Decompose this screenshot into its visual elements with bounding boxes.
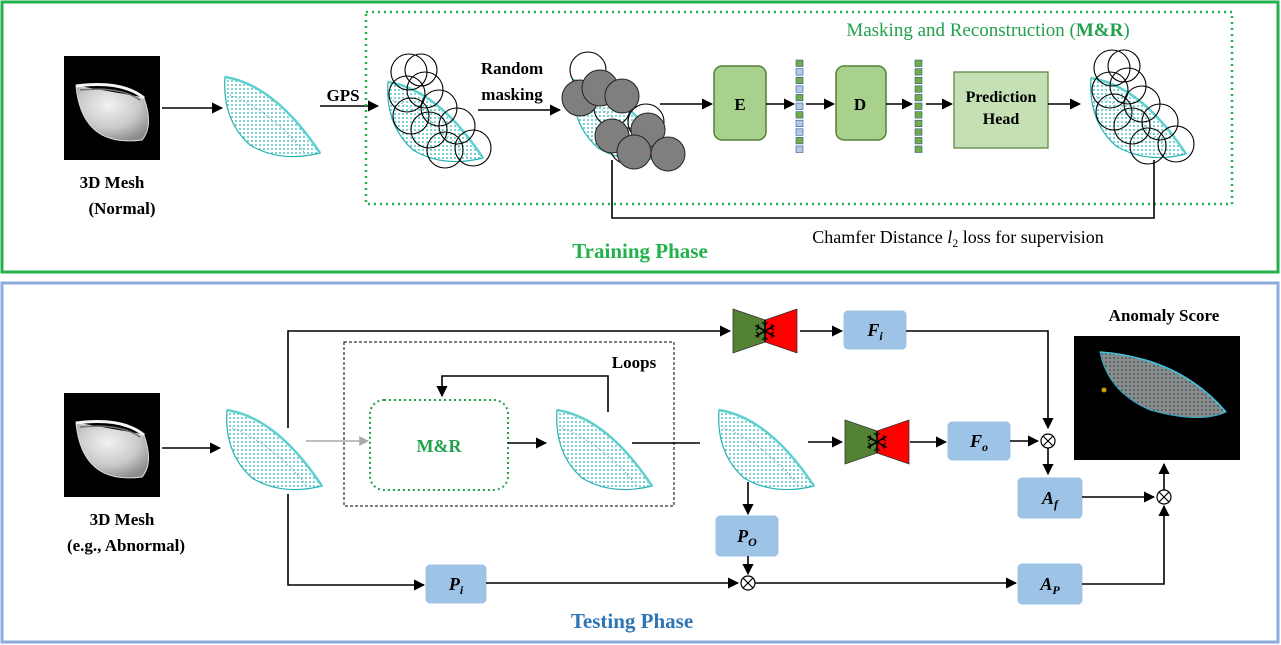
po-label: PO: [736, 526, 757, 549]
position-fusion-icon: [740, 575, 756, 591]
reconstructed-point-cloud: [1089, 49, 1195, 165]
gps-label: GPS: [326, 86, 359, 105]
fi-label: Fi: [866, 320, 883, 343]
random-masking-label-2: masking: [481, 85, 543, 104]
ap-label: AP: [1039, 574, 1060, 597]
token-square: [795, 94, 804, 102]
token-square: [795, 119, 804, 127]
pi-box: [425, 564, 487, 604]
prediction-head-box: [953, 71, 1049, 149]
decoder-box: [835, 65, 887, 141]
chamfer-loss-line: [611, 160, 1155, 219]
token-square: [914, 137, 923, 145]
token-square: [795, 76, 804, 84]
token-square: [914, 85, 923, 93]
token-square: [914, 59, 923, 67]
patched-point-cloud: [386, 53, 492, 169]
arrow-to-top-frozen: [287, 325, 732, 428]
testing-mesh-label-2: (e.g., Abnormal): [67, 536, 185, 555]
token-square: [914, 94, 923, 102]
token-square: [795, 137, 804, 145]
anomaly-score-map: [1074, 336, 1240, 460]
pi-label: Pi: [448, 574, 464, 597]
encoder-tokens: [795, 59, 804, 153]
mr-dashed-box: [364, 10, 1234, 206]
arrow-ap-to-score-fusion: [1082, 504, 1170, 585]
random-masking-label-1: Random: [481, 59, 543, 78]
arrow-fi-to-fusion: [906, 330, 1054, 430]
training-phase-title: Training Phase: [572, 239, 708, 263]
anomaly-score-title: Anomaly Score: [1109, 306, 1220, 325]
token-square: [795, 59, 804, 67]
token-square: [795, 102, 804, 110]
masked-point-cloud: [561, 51, 686, 172]
prediction-head-label-2: Head: [983, 111, 1020, 128]
token-square: [795, 111, 804, 119]
encoder-box: [713, 65, 767, 141]
training-mesh-label-1: 3D Mesh: [80, 173, 145, 192]
frozen-model-top: [732, 308, 798, 354]
testing-mesh-label-1: 3D Mesh: [90, 510, 155, 529]
af-label: Af: [1041, 488, 1059, 511]
token-square: [795, 128, 804, 136]
loop-dashed-box: [343, 341, 675, 507]
fi-box: [843, 310, 907, 350]
mr-block-label: M&R: [417, 436, 463, 456]
po-box: [715, 515, 779, 557]
token-square: [914, 145, 923, 153]
frozen-model-bottom: [844, 419, 910, 465]
token-square: [914, 119, 923, 127]
arrow-to-pi: [287, 494, 426, 591]
token-square: [795, 68, 804, 76]
training-mesh-label-2: (Normal): [88, 199, 155, 218]
mr-block: [369, 399, 509, 491]
token-square: [795, 85, 804, 93]
decoder-label: D: [854, 95, 866, 114]
mr-title: Masking and Reconstruction (M&R): [846, 20, 1129, 41]
token-square: [914, 68, 923, 76]
testing-mesh-render: [64, 393, 160, 497]
token-square: [914, 102, 923, 110]
af-box: [1017, 477, 1083, 519]
token-square: [914, 111, 923, 119]
token-square: [914, 128, 923, 136]
fo-label: Fo: [969, 431, 988, 454]
token-square: [914, 76, 923, 84]
prediction-head-label-1: Prediction: [966, 89, 1037, 106]
feature-fusion-icon: [1040, 433, 1056, 449]
chamfer-loss-label: Chamfer Distance l2 loss for supervision: [812, 227, 1103, 250]
score-fusion-icon: [1156, 489, 1172, 505]
loop-back-arrow: [436, 375, 609, 412]
encoder-label: E: [734, 95, 745, 114]
loops-label: Loops: [612, 353, 657, 372]
decoder-tokens: [914, 59, 923, 153]
training-mesh-render: [64, 56, 160, 160]
token-square: [795, 145, 804, 153]
testing-phase-title: Testing Phase: [571, 609, 693, 633]
